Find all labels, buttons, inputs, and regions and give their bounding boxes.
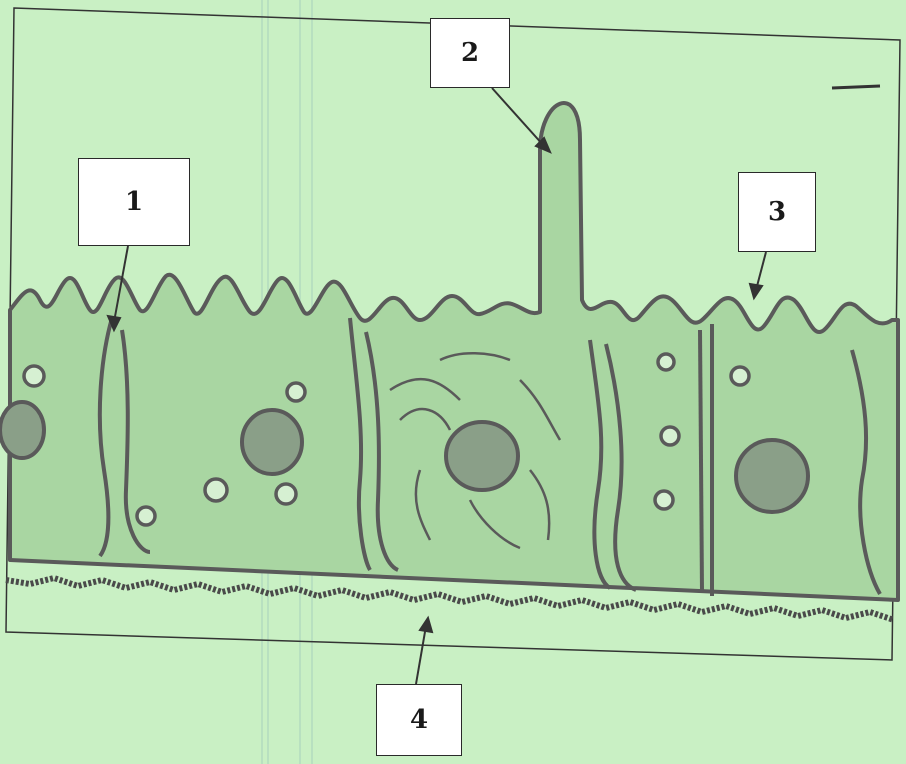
label-1-text: 1 <box>125 187 143 217</box>
arrow-4 <box>416 626 426 684</box>
label-2-text: 2 <box>461 38 479 68</box>
arrow-2 <box>492 88 544 146</box>
label-box-3: 3 <box>738 172 816 252</box>
label-box-1: 1 <box>78 158 190 246</box>
label-3-text: 3 <box>768 197 786 227</box>
dash-mark <box>832 86 880 88</box>
label-box-4: 4 <box>376 684 462 756</box>
label-box-2: 2 <box>430 18 510 88</box>
label-4-text: 4 <box>410 705 428 735</box>
